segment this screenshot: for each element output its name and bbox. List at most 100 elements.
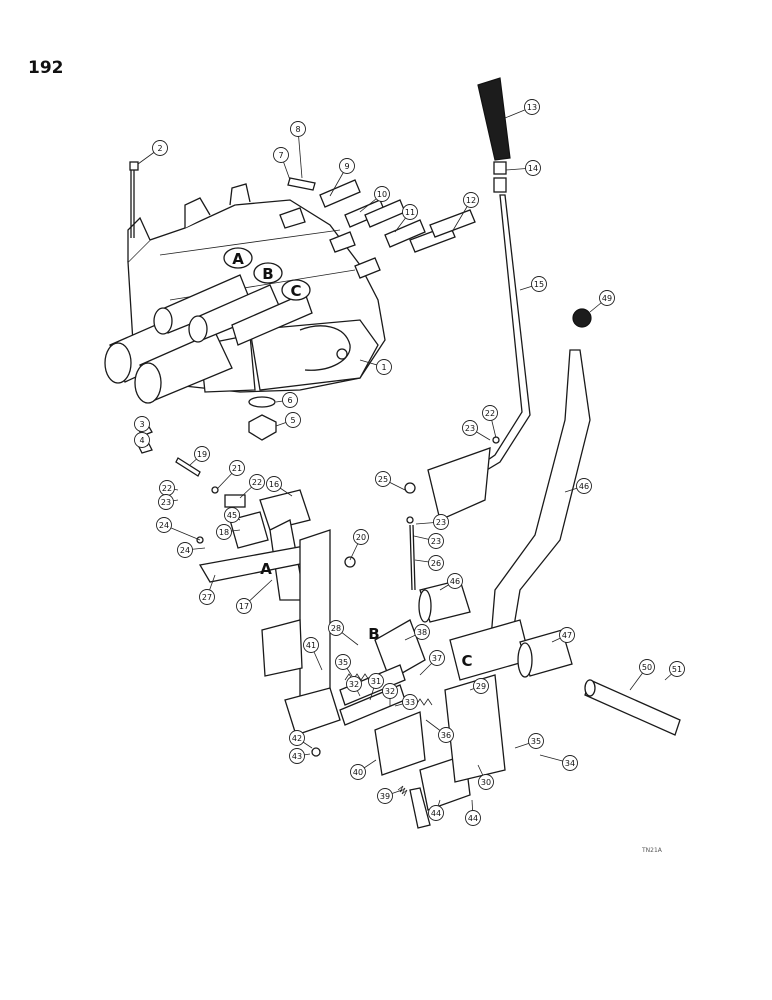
callout-number: 39 — [380, 792, 390, 801]
control-lever-upper — [427, 77, 531, 521]
callout-1: 1 — [376, 359, 392, 375]
callout-number: 46 — [450, 577, 460, 586]
callout-number: 8 — [295, 125, 300, 134]
callout-3: 3 — [134, 416, 150, 432]
callout-circle — [433, 514, 449, 530]
callout-47: 47 — [559, 627, 575, 643]
callout-number: 30 — [481, 778, 491, 787]
callout-number: 17 — [239, 602, 249, 611]
callout-circle — [346, 676, 362, 692]
callout-number: 50 — [642, 663, 652, 672]
callout-circle — [199, 589, 215, 605]
callout-19: 19 — [194, 446, 210, 462]
callout-circle — [289, 748, 305, 764]
callout-circle — [463, 192, 479, 208]
callout-circle — [414, 624, 430, 640]
control-lever-lower — [449, 308, 592, 681]
callout-number: 23 — [465, 424, 475, 433]
callout-23: 23 — [158, 494, 174, 510]
callout-26: 26 — [428, 555, 444, 571]
callout-34: 34 — [562, 755, 578, 771]
callout-43: 43 — [289, 748, 305, 764]
callout-35: 35 — [335, 654, 351, 670]
callout-number: 38 — [417, 628, 427, 637]
callout-number: 29 — [476, 682, 486, 691]
callout-24: 24 — [177, 542, 193, 558]
callout-circle — [531, 276, 547, 292]
callout-number: 49 — [602, 294, 612, 303]
callout-circle — [382, 683, 398, 699]
callout-36: 36 — [438, 727, 454, 743]
section-letter: A — [260, 560, 272, 578]
callout-number: 31 — [371, 677, 381, 686]
callout-circle — [335, 654, 351, 670]
callout-circle — [282, 392, 298, 408]
callout-22: 22 — [249, 474, 265, 490]
callout-8: 8 — [290, 121, 306, 137]
callout-number: 22 — [162, 484, 172, 493]
callout-number: 44 — [431, 809, 441, 818]
callout-number: 43 — [292, 752, 302, 761]
detent-mechanism — [339, 619, 506, 829]
callout-circle — [376, 359, 392, 375]
callout-circle — [266, 476, 282, 492]
callout-circle — [328, 620, 344, 636]
callout-46: 46 — [576, 478, 592, 494]
callout-number: 41 — [306, 641, 316, 650]
callout-50: 50 — [639, 659, 655, 675]
callout-18: 18 — [216, 524, 232, 540]
callout-circle — [473, 678, 489, 694]
callout-number: 13 — [527, 103, 537, 112]
callout-32: 32 — [346, 676, 362, 692]
callout-number: 19 — [197, 450, 207, 459]
section-letter: C — [290, 282, 301, 300]
callout-number: 26 — [431, 559, 441, 568]
callout-number: 21 — [232, 464, 242, 473]
callout-circle — [576, 478, 592, 494]
callout-number: 25 — [378, 475, 388, 484]
callout-number: 27 — [202, 593, 212, 602]
callout-13: 13 — [524, 99, 540, 115]
callout-number: 20 — [356, 533, 366, 542]
callout-number: 24 — [180, 546, 190, 555]
callout-number: 14 — [528, 164, 538, 173]
callout-6: 6 — [282, 392, 298, 408]
callout-circle — [429, 650, 445, 666]
callout-circle — [428, 805, 444, 821]
callout-40: 40 — [350, 764, 366, 780]
callout-39: 39 — [377, 788, 393, 804]
callout-circle — [669, 661, 685, 677]
callout-circle — [249, 474, 265, 490]
callout-circle — [134, 416, 150, 432]
callout-circle — [290, 121, 306, 137]
callout-circle — [156, 517, 172, 533]
callout-circle — [528, 733, 544, 749]
callout-number: 1 — [381, 363, 386, 372]
callout-circle — [478, 774, 494, 790]
callouts: 1234567891011121314151617181920212222222… — [134, 99, 685, 826]
callout-circle — [438, 727, 454, 743]
callout-number: 3 — [139, 420, 144, 429]
callout-11: 11 — [402, 204, 418, 220]
section-letter: C — [461, 652, 472, 670]
callout-number: 47 — [562, 631, 572, 640]
callout-circle — [447, 573, 463, 589]
adjusting-rods — [175, 457, 416, 591]
section-letters: A B C A B C — [223, 247, 473, 670]
callout-circle — [289, 730, 305, 746]
callout-22: 22 — [482, 405, 498, 421]
callout-circle — [559, 627, 575, 643]
callout-circle — [377, 788, 393, 804]
callout-44: 44 — [465, 810, 481, 826]
callout-circle — [375, 471, 391, 487]
callout-number: 28 — [331, 624, 341, 633]
callout-circle — [134, 432, 150, 448]
callout-number: 40 — [353, 768, 363, 777]
callout-23: 23 — [462, 420, 478, 436]
callout-37: 37 — [429, 650, 445, 666]
callout-number: 6 — [287, 396, 292, 405]
callout-49: 49 — [599, 290, 615, 306]
callout-circle — [368, 673, 384, 689]
callout-circle — [402, 204, 418, 220]
callout-circle — [224, 507, 240, 523]
